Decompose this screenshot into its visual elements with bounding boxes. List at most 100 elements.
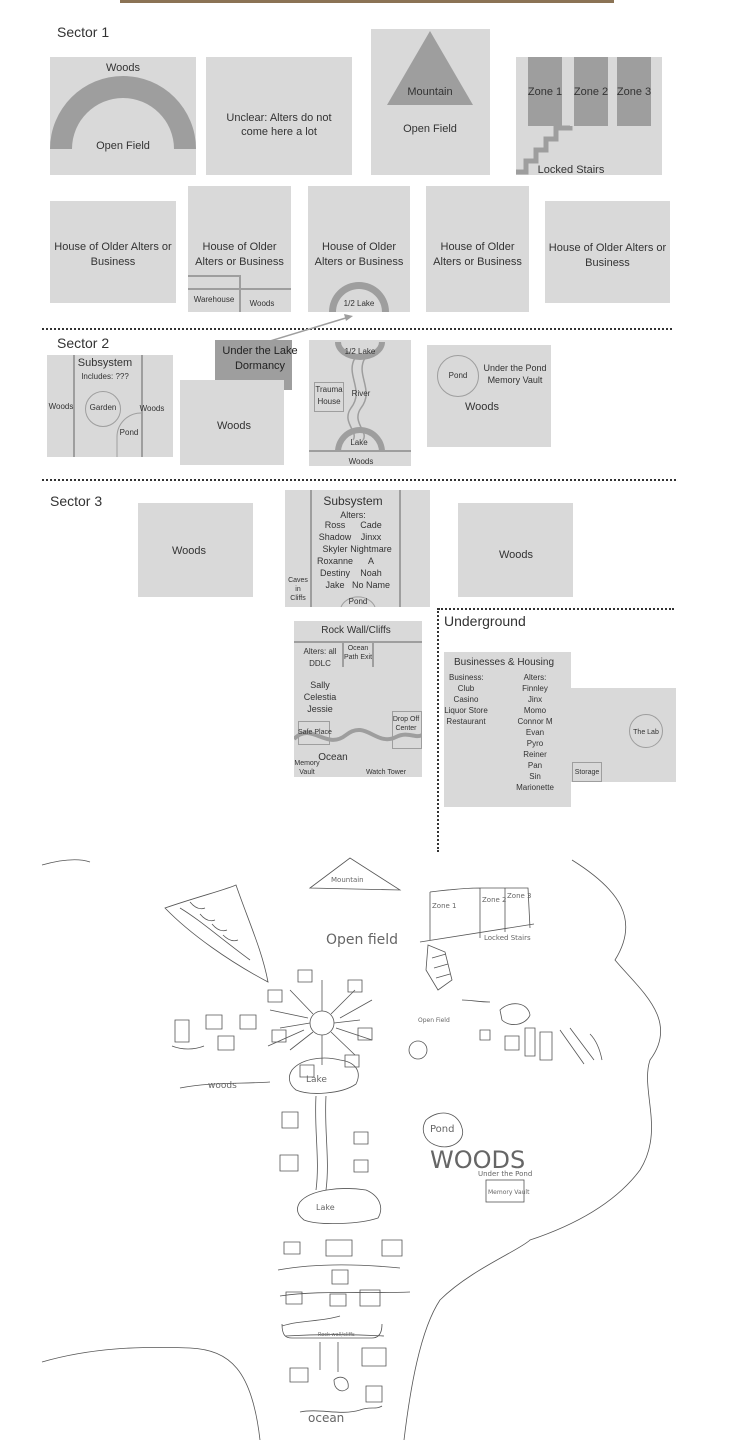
zone-1-block [528,57,562,126]
sketch-under-pond-label: Under the Pond [478,1170,532,1178]
sketch-memory-vault-label: Memory Vault [488,1189,530,1196]
house-label: House of Older Alters or Business [195,241,284,268]
sketch-zone2-label: Zone 2 [482,896,507,904]
woods-open-field-tile: Woods Open Field [50,57,196,175]
subsystem-includes: Includes: ??? [81,372,129,381]
arch-top-label: Woods [105,62,141,74]
subsystem-pond-label: Pond [119,428,139,437]
half-lake-label: 1/2 Lake [343,299,375,308]
sector-3-alters-label: Alters: [340,510,366,520]
rock-wall-title: Rock Wall/Cliffs [321,625,391,636]
stairs-shape [516,125,573,175]
mountain-open-field-label: Open Field [403,123,457,135]
unclear-label: Unclear: Alters do not come here a lot [226,112,332,138]
lab-tile: The Lab Storage [571,688,676,782]
mountain-shape [387,31,473,105]
house-tile-2: House of Older Alters or Business Wareho… [188,186,291,312]
lake-tile: 1/2 Lake Trauma House River Lake Woods [309,340,411,466]
businesses-housing-title: Businesses & Housing [453,657,555,668]
mountain-label: Mountain [407,86,453,98]
map-boundary [41,859,662,1440]
memory-vault-label: Under the Pond Memory Vault [483,363,547,385]
warehouse-label: Warehouse [193,295,235,304]
business-label: Business: [449,673,484,682]
subsystem-left-wall [310,490,312,607]
underground-alters-label: Alters: [523,673,547,682]
house-tile-5: House of Older Alters or Business [545,201,670,303]
zones-sketch [419,887,535,943]
sector-3-woods-right-label: Woods [498,549,534,561]
storage-label: Storage [574,769,600,776]
sector-divider-2 [42,479,676,481]
underground-left-border [437,608,439,852]
vault-sketch [485,1179,525,1203]
house-tile-3: House of Older Alters or Business 1/2 La… [308,186,410,312]
trauma-house-box [314,382,344,412]
zone-3-block [617,57,651,126]
subsystem-pond-shape [116,412,142,457]
rock-wall-line [294,641,422,643]
pond-woods-label: Woods [464,401,500,413]
mountain-tile: Mountain Open Field [371,29,490,175]
sector-3-pond-label: Pond [348,597,368,606]
subsystem-left-path [73,355,75,457]
ocean-path-right [372,641,374,667]
garden-circle [85,391,121,427]
lake-river-shape [309,342,411,452]
sketch-woods-big-label: WOODS [430,1146,525,1174]
lake-woods-label: Woods [348,457,374,466]
river-label: River [351,389,371,398]
locked-stairs-label: Locked Stairs [537,164,605,176]
sketch-zone1-label: Zone 1 [432,902,457,910]
subsystem-tile: Subsystem Includes: ??? Woods Woods Gard… [47,355,173,457]
sector-2-woods-tile: Woods [180,380,284,465]
sketch-mountain-label: Mountain [331,876,364,884]
storage-box [572,762,602,782]
triangle-stairs [164,884,269,983]
pond-circle [437,355,479,397]
house-tile-1: House of Older Alters or Business [50,201,176,303]
lower-lake [296,1188,382,1225]
underground-title: Underground [444,613,526,629]
sketch-stairs-label: Locked Stairs [484,934,531,942]
sketch-ocean-label: ocean [308,1411,344,1425]
trauma-house-label: Trauma House [315,385,343,406]
sector-3-woods-left-label: Woods [171,545,207,557]
sketch-open-field-label: Open field [326,932,398,948]
watch-tower-label: Watch Tower [365,769,407,776]
lab-label: The Lab [633,729,659,736]
arch-bottom-label: Open Field [96,140,150,152]
lake-half-label: 1/2 Lake [344,347,376,356]
ocean-label: Ocean [318,752,348,763]
warehouse-split [239,275,241,312]
pond-sketch [422,1112,464,1148]
sketch-woods-left-label: woods [208,1081,237,1091]
zone-1-label: Zone 1 [527,86,563,98]
dormancy-label: Under the Lake Dormancy [222,345,298,372]
sector-3-pond-shape [340,596,376,607]
zone-3-label: Zone 3 [616,86,652,98]
subsystem-right-path [141,355,143,457]
sector-3-woods-left-tile: Woods [138,503,253,597]
ocean-wave-shape [294,727,422,742]
subsystem-right-wall [399,490,401,607]
sketch-open-field-small-label: Open Field [418,1017,450,1024]
zones-tile: Zone 1 Zone 2 Zone 3 Locked Stairs [516,57,662,176]
house-label: House of Older Alters or Business [548,242,667,269]
lab-circle [629,714,663,748]
arch-shape [50,76,196,149]
sector-3-woods-right-tile: Woods [458,503,573,597]
sector-3-title: Sector 3 [50,493,103,509]
memory-vault-ocean-label: Memory Vault [294,760,320,776]
zone-2-label: Zone 2 [573,86,609,98]
lake-bottom-label: Lake [350,438,368,447]
sector-1-title: Sector 1 [57,24,110,40]
rock-wall-sketch [281,1323,383,1339]
sketch-lake-label: Lake [306,1075,327,1085]
house-woods-label: Woods [249,299,275,308]
subsystem-title: Subsystem [77,357,133,369]
sketch-zone3-label: Zone 3 [507,892,532,900]
hand-drawn-map: Mountain Open field Zone 1 Zone 2 Zone 3… [41,857,662,1440]
